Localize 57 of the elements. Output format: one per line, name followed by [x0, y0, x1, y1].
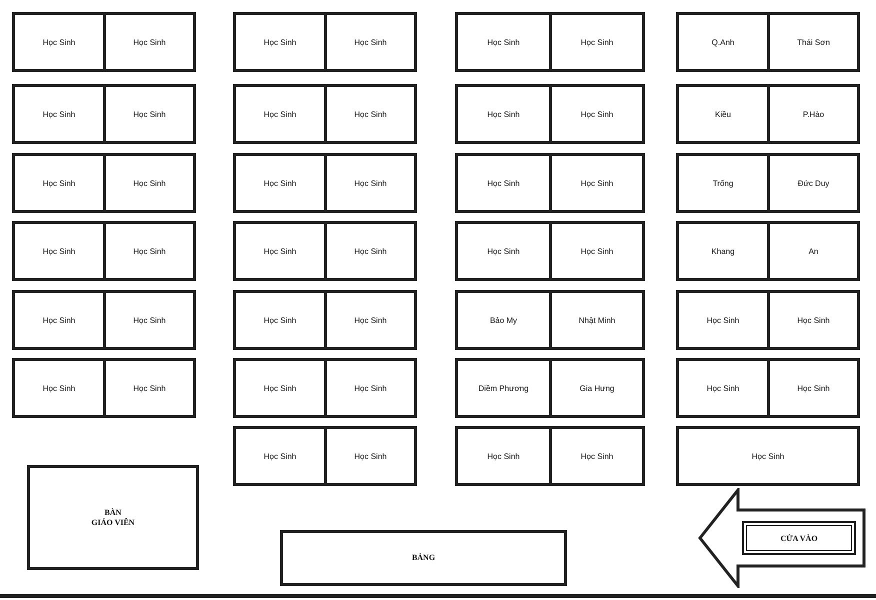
- student-seat: Học Sinh: [106, 290, 196, 350]
- student-seat: Học Sinh: [327, 153, 417, 213]
- student-seat: Học Sinh: [552, 426, 645, 486]
- student-seat: Học Sinh: [770, 290, 860, 350]
- student-seat: Gia Hưng: [552, 358, 645, 418]
- student-seat: Học Sinh: [327, 12, 417, 72]
- student-seat: Học Sinh: [12, 84, 106, 144]
- student-seat: Học Sinh: [233, 153, 327, 213]
- student-seat: Học Sinh: [233, 290, 327, 350]
- student-seat: Học Sinh: [552, 153, 645, 213]
- student-seat: Khang: [676, 221, 770, 281]
- entrance-label: CỬA VÀO: [742, 521, 856, 555]
- student-seat: Học Sinh: [552, 84, 645, 144]
- student-seat: Học Sinh: [106, 153, 196, 213]
- student-seat: Học Sinh: [455, 84, 552, 144]
- student-seat: Học Sinh: [106, 84, 196, 144]
- student-seat: Học Sinh: [676, 426, 860, 486]
- student-seat: Học Sinh: [552, 12, 645, 72]
- student-seat: Học Sinh: [455, 12, 552, 72]
- student-seat: Học Sinh: [676, 290, 770, 350]
- student-seat: Học Sinh: [12, 358, 106, 418]
- student-seat: Học Sinh: [12, 153, 106, 213]
- student-seat: Học Sinh: [106, 12, 196, 72]
- student-seat: Bảo My: [455, 290, 552, 350]
- student-seat: Trống: [676, 153, 770, 213]
- student-seat: Học Sinh: [770, 358, 860, 418]
- entrance-arrow: [698, 488, 866, 588]
- student-seat: Học Sinh: [12, 221, 106, 281]
- student-seat: Đức Duy: [770, 153, 860, 213]
- student-seat: Q.Anh: [676, 12, 770, 72]
- teacher-desk: BÀN GIÁO VIÊN: [27, 465, 199, 570]
- student-seat: Học Sinh: [327, 221, 417, 281]
- student-seat: Học Sinh: [327, 290, 417, 350]
- student-seat: An: [770, 221, 860, 281]
- student-seat: Học Sinh: [327, 84, 417, 144]
- student-seat: Học Sinh: [455, 221, 552, 281]
- student-seat: Học Sinh: [233, 84, 327, 144]
- student-seat: Học Sinh: [327, 358, 417, 418]
- student-seat: Kiều: [676, 84, 770, 144]
- student-seat: Thái Sơn: [770, 12, 860, 72]
- student-seat: Học Sinh: [676, 358, 770, 418]
- student-seat: Học Sinh: [233, 221, 327, 281]
- student-seat: Học Sinh: [455, 153, 552, 213]
- student-seat: Diềm Phương: [455, 358, 552, 418]
- student-seat: Học Sinh: [327, 426, 417, 486]
- student-seat: Học Sinh: [106, 358, 196, 418]
- student-seat: Học Sinh: [233, 426, 327, 486]
- student-seat: Học Sinh: [106, 221, 196, 281]
- student-seat: Học Sinh: [12, 290, 106, 350]
- student-seat: Học Sinh: [552, 221, 645, 281]
- student-seat: Học Sinh: [233, 358, 327, 418]
- student-seat: Nhật Minh: [552, 290, 645, 350]
- student-seat: Học Sinh: [455, 426, 552, 486]
- student-seat: Học Sinh: [12, 12, 106, 72]
- blackboard: BẢNG: [280, 530, 567, 586]
- student-seat: P.Hào: [770, 84, 860, 144]
- student-seat: Học Sinh: [233, 12, 327, 72]
